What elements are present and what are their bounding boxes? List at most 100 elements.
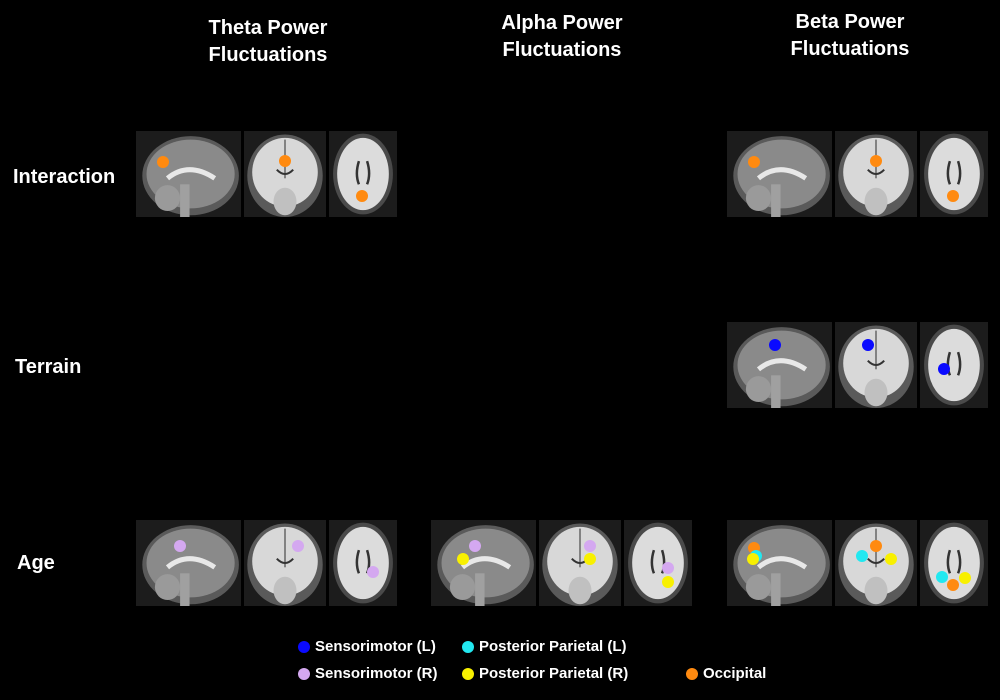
ventricles: [867, 359, 885, 366]
coronal-slice: [244, 131, 326, 217]
brainstem: [771, 184, 781, 217]
lateral-ventricles: [946, 160, 962, 185]
cerebellum: [154, 574, 181, 600]
legend-item-posterior-parietal-l: Posterior Parietal (L): [462, 638, 627, 655]
legend-label: Sensorimotor (R): [315, 665, 438, 682]
cerebellum: [449, 574, 476, 600]
region-marker-sensorimotor-r: [367, 565, 380, 578]
brain-panel-age-beta: [727, 520, 988, 606]
brain-panel-age-theta: [136, 520, 397, 606]
region-marker-sensorimotor-l: [938, 363, 951, 376]
coronal-slice: [539, 520, 621, 606]
sagittal-slice: [136, 131, 241, 217]
corpus-callosum: [756, 167, 808, 181]
coronal-slice: [835, 322, 917, 408]
legend-label: Posterior Parietal (L): [479, 638, 627, 655]
legend-swatch: [462, 667, 474, 680]
brain-panel-interaction-beta: [727, 131, 988, 217]
sagittal-slice: [136, 520, 241, 606]
region-marker-occipital: [157, 155, 170, 168]
row-label-terrain: Terrain: [15, 356, 82, 378]
sagittal-slice: [431, 520, 536, 606]
coronal-slice: [835, 520, 917, 606]
corpus-callosum: [756, 556, 808, 570]
column-title-alpha: Alpha Power Fluctuations: [452, 10, 672, 64]
region-marker-sensorimotor-r: [469, 539, 482, 552]
region-marker-sensorimotor-l: [861, 339, 874, 352]
row-label-age: Age: [17, 552, 55, 574]
legend-item-posterior-parietal-r: Posterior Parietal (R): [462, 665, 628, 682]
region-marker-posterior-parietal-r: [884, 552, 897, 565]
brain-tissue: [337, 526, 389, 600]
region-marker-occipital: [946, 578, 959, 591]
corpus-callosum: [165, 556, 217, 570]
region-marker-occipital: [870, 155, 882, 168]
ventricles: [276, 557, 294, 564]
legend-item-sensorimotor-r: Sensorimotor (R): [298, 665, 438, 682]
region-marker-occipital: [355, 189, 368, 202]
cerebellum: [745, 185, 772, 211]
axial-slice: [920, 322, 988, 408]
brainstem: [273, 187, 297, 216]
legend-label: Occipital: [703, 665, 767, 682]
legend-swatch: [686, 667, 698, 680]
region-marker-sensorimotor-r: [292, 539, 305, 552]
ventricles: [867, 557, 885, 564]
column-title-beta: Beta Power Fluctuations: [740, 9, 960, 63]
region-marker-occipital: [279, 155, 291, 168]
axial-slice: [329, 520, 397, 606]
axial-slice: [624, 520, 692, 606]
legend-item-sensorimotor-l: Sensorimotor (L): [298, 638, 436, 655]
ventricles: [867, 168, 885, 175]
region-marker-posterior-parietal-l: [856, 550, 869, 563]
brainstem: [864, 378, 888, 407]
ventricles: [276, 168, 294, 175]
brainstem: [864, 187, 888, 216]
brain-tissue: [632, 526, 684, 600]
axial-slice: [920, 520, 988, 606]
region-marker-sensorimotor-r: [174, 539, 187, 552]
region-marker-sensorimotor-r: [662, 562, 675, 575]
region-marker-posterior-parietal-r: [958, 572, 971, 585]
legend-label: Posterior Parietal (R): [479, 665, 629, 682]
legend-swatch: [298, 667, 310, 680]
sagittal-slice: [727, 322, 832, 408]
brain-tissue: [337, 137, 389, 211]
brainstem: [475, 573, 485, 606]
brain-panel-terrain-beta: [727, 322, 988, 408]
brain-tissue: [928, 137, 980, 211]
brain-tissue: [928, 328, 980, 402]
title-line: Fluctuations: [208, 44, 328, 66]
region-marker-posterior-parietal-r: [583, 552, 596, 565]
title-line: Alpha Power: [501, 12, 623, 34]
corpus-callosum: [756, 358, 808, 372]
region-marker-posterior-parietal-l: [935, 570, 948, 583]
brain-panel-interaction-theta: [136, 131, 397, 217]
legend-label: Sensorimotor (L): [315, 638, 436, 655]
region-marker-occipital: [748, 155, 761, 168]
title-line: Beta Power: [795, 11, 905, 33]
axial-slice: [329, 131, 397, 217]
corpus-callosum: [165, 167, 217, 181]
legend-item-occipital: Occipital: [686, 665, 766, 682]
region-marker-posterior-parietal-r: [456, 552, 469, 565]
cerebellum: [154, 185, 181, 211]
legend-swatch: [298, 640, 310, 653]
column-title-theta: Theta Power Fluctuations: [158, 15, 378, 69]
sagittal-slice: [727, 131, 832, 217]
region-marker-posterior-parietal-r: [747, 552, 760, 565]
coronal-slice: [835, 131, 917, 217]
row-label-interaction: Interaction: [13, 166, 116, 188]
lateral-ventricles: [355, 160, 371, 185]
title-line: Fluctuations: [502, 39, 622, 61]
brainstem: [568, 576, 592, 605]
axial-slice: [920, 131, 988, 217]
corpus-callosum: [460, 556, 512, 570]
legend-swatch: [462, 640, 474, 653]
region-marker-posterior-parietal-r: [662, 575, 675, 588]
region-marker-sensorimotor-r: [583, 539, 596, 552]
brainstem: [771, 375, 781, 408]
brainstem: [864, 576, 888, 605]
cerebellum: [745, 574, 772, 600]
brainstem: [771, 573, 781, 606]
